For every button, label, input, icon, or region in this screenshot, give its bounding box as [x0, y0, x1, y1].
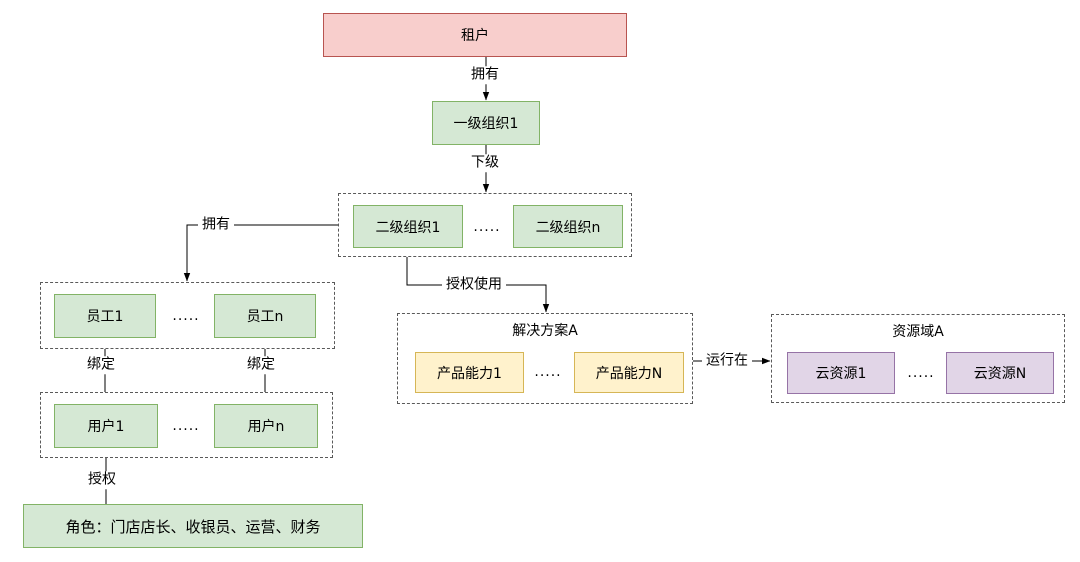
node-user-1: 用户1: [54, 404, 158, 448]
node-cloud-resource-n: 云资源N: [946, 352, 1054, 394]
solution-title: 解决方案A: [512, 323, 578, 339]
users-group: 用户1 ..... 用户n: [40, 392, 333, 458]
edge-label-subordinate: 下级: [467, 154, 503, 172]
node-level2-org-1: 二级组织1: [353, 205, 463, 248]
node-cloud-resource-1: 云资源1: [787, 352, 895, 394]
solution-group: 解决方案A 产品能力1 ..... 产品能力N: [397, 313, 693, 404]
resource-domain-group: 资源域A 云资源1 ..... 云资源N: [771, 314, 1065, 403]
level2-org-group: 二级组织1 ..... 二级组织n: [338, 193, 632, 257]
node-tenant: 租户: [323, 13, 627, 57]
employees-group: 员工1 ..... 员工n: [40, 282, 335, 349]
edge-label-bind-right: 绑定: [243, 356, 279, 374]
node-product-n: 产品能力N: [574, 352, 684, 393]
edge-label-authorized-use: 授权使用: [442, 276, 506, 294]
resource-domain-title: 资源域A: [892, 324, 944, 340]
edge-label-owns-top: 拥有: [467, 66, 503, 84]
edge-label-bind-left: 绑定: [83, 356, 119, 374]
ellipsis-users: .....: [172, 418, 200, 434]
node-roles: 角色：门店店长、收银员、运营、财务: [23, 504, 363, 548]
node-level2-org-n: 二级组织n: [513, 205, 623, 248]
node-employee-n: 员工n: [214, 294, 316, 338]
ellipsis-products: .....: [534, 364, 562, 380]
node-user-n: 用户n: [214, 404, 318, 448]
node-level1-org: 一级组织1: [432, 101, 540, 145]
node-product-1: 产品能力1: [415, 352, 524, 393]
edge-label-runs-on: 运行在: [702, 352, 752, 370]
ellipsis-employees: .....: [172, 308, 200, 324]
ellipsis-cloud-resources: .....: [907, 365, 935, 381]
edge-label-owns-left: 拥有: [198, 216, 234, 234]
node-employee-1: 员工1: [54, 294, 156, 338]
ellipsis-level2-orgs: .....: [473, 219, 501, 235]
edge-label-authorize: 授权: [84, 471, 120, 489]
